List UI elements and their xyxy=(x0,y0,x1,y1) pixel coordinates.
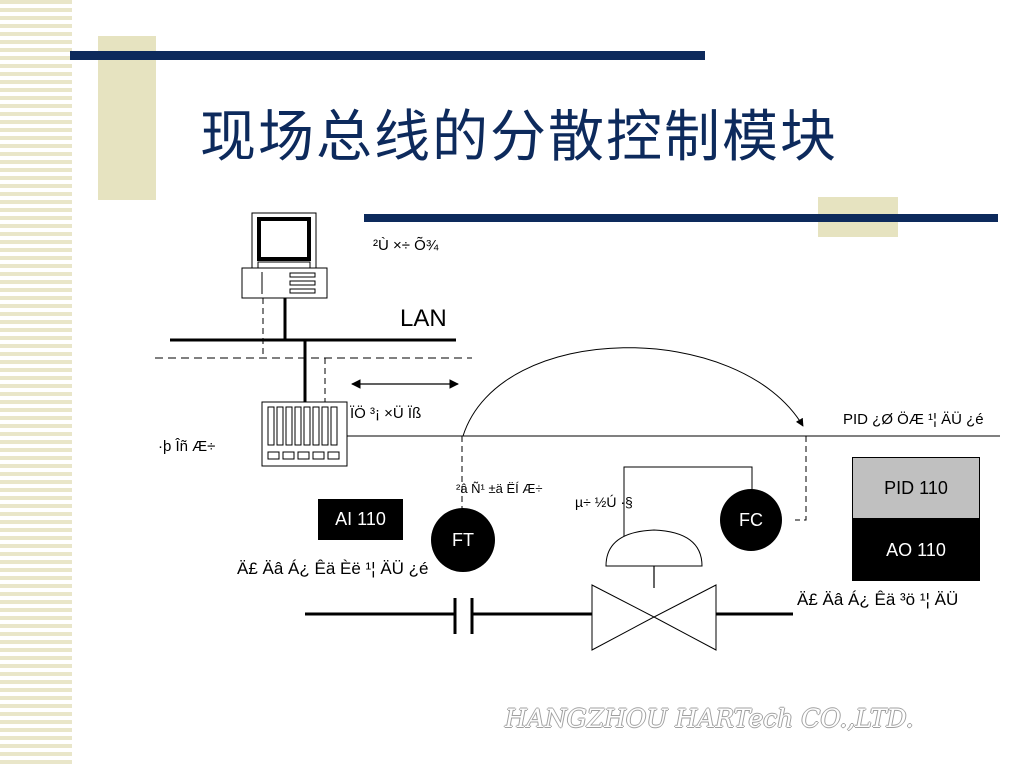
valve-body-right xyxy=(652,584,717,651)
divider-bar xyxy=(364,214,998,222)
ao-function-block: AO 110 xyxy=(852,519,980,581)
company-watermark: HANGZHOU HARTech CO.,LTD. xyxy=(505,704,914,733)
server-rack-icon xyxy=(261,401,348,467)
title-accent-block xyxy=(98,36,156,200)
left-stripe-border xyxy=(0,0,72,768)
ai-block-description: Ä£ Äâ Á¿ Êä Èë ¹¦ ÄÜ ¿é xyxy=(237,559,429,578)
ao-block-description: Ä£ Äâ Á¿ Êä ³ö ¹¦ ÄÜ xyxy=(797,590,959,609)
workstation-icon xyxy=(241,212,328,299)
ai-function-block: AI 110 xyxy=(318,499,403,540)
title-top-bar xyxy=(70,51,705,60)
valve-loop-line xyxy=(623,466,753,545)
flow-transmitter: FT xyxy=(431,508,495,572)
transmitter-label: ²â Ñ¹ ±ä ËÍ Æ÷ xyxy=(456,481,543,496)
valve-label: µ÷ ½Ú ·§ xyxy=(575,494,633,510)
lan-label: LAN xyxy=(400,305,447,332)
valve-body-left xyxy=(591,584,656,651)
pid-function-block: PID 110 xyxy=(852,457,980,519)
server-label: ·þ Îñ Æ÷ xyxy=(158,438,216,455)
control-arc-arrow xyxy=(462,347,804,437)
fc-dashed-link xyxy=(795,436,807,521)
valve-actuator xyxy=(605,529,703,567)
pid-block-description: PID ¿Ø ÖÆ ¹¦ ÄÜ ¿é xyxy=(843,411,984,428)
flow-controller: FC xyxy=(720,489,782,551)
field-bus-label: ÏÖ ³¡ ×Ü Ïß xyxy=(350,405,422,422)
workstation-label: ²Ù ×÷ Õ¾ xyxy=(373,237,439,254)
slide-title: 现场总线的分散控制模块 xyxy=(200,105,838,170)
